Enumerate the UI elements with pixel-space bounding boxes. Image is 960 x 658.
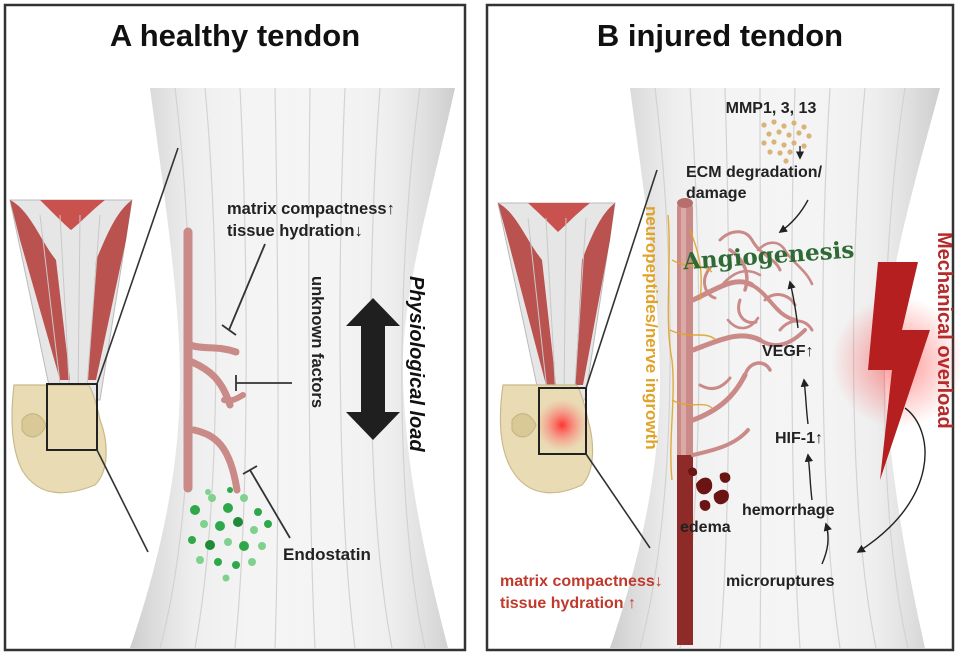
panel-a-inhibition-lines	[221, 243, 292, 539]
panel-b-tissue-hydration: tissue hydration ↑	[500, 595, 636, 612]
panel-a-unknown-factors: unknown factors	[308, 276, 326, 408]
panel-a-endostatin-label: Endostatin	[283, 545, 371, 564]
panel-b-title: B injured tendon	[597, 18, 843, 53]
panel-b-mmp-label: MMP1, 3, 13	[726, 100, 817, 117]
panel-b-ecm-line1: ECM degradation/	[686, 164, 823, 181]
panel-b-edema: edema	[680, 519, 731, 536]
panel-a-physiological-load: Physiological load	[405, 276, 427, 452]
panel-a-endostatin-dots	[188, 487, 272, 582]
mechanical-overload-lightning-icon	[868, 262, 930, 480]
panel-a: A healthy tendon	[3, 3, 467, 652]
panel-b-arrows	[778, 146, 926, 565]
panel-b: B injured tendon	[485, 3, 960, 652]
physiological-load-arrow-icon	[346, 298, 400, 440]
panel-b-nerve-fibers	[667, 214, 717, 481]
panel-b-ecm-line2: damage	[686, 185, 747, 202]
panel-b-microruptures: microruptures	[726, 573, 835, 590]
panel-b-hif: HIF-1↑	[775, 430, 823, 447]
panel-a-tissue-hydration: tissue hydration↓	[227, 222, 363, 240]
panel-b-vegf: VEGF↑	[762, 343, 814, 360]
panel-b-blood-vessel	[677, 198, 814, 645]
panel-a-tendon	[130, 87, 455, 649]
panel-b-edema-blobs	[688, 467, 731, 511]
panel-b-zoom-box	[538, 387, 587, 455]
panel-a-title: A healthy tendon	[110, 18, 360, 53]
panel-a-matrix-compactness: matrix compactness↑	[227, 200, 395, 218]
panel-a-zoom-box	[46, 383, 98, 451]
panel-b-matrix-compactness: matrix compactness↓	[500, 573, 663, 590]
panel-b-leg-illustration	[497, 169, 658, 549]
panel-b-mmp-dots	[761, 119, 812, 164]
panel-a-leg-illustration	[9, 147, 179, 553]
panel-a-blood-vessel	[183, 227, 246, 494]
panel-b-neuropeptides: neuropeptides/nerve ingrowth	[642, 206, 661, 450]
panel-b-hemorrhage: hemorrhage	[742, 502, 835, 519]
injury-glow	[536, 399, 588, 451]
panel-b-mechanical-overload: Mechanical overload	[933, 232, 955, 429]
